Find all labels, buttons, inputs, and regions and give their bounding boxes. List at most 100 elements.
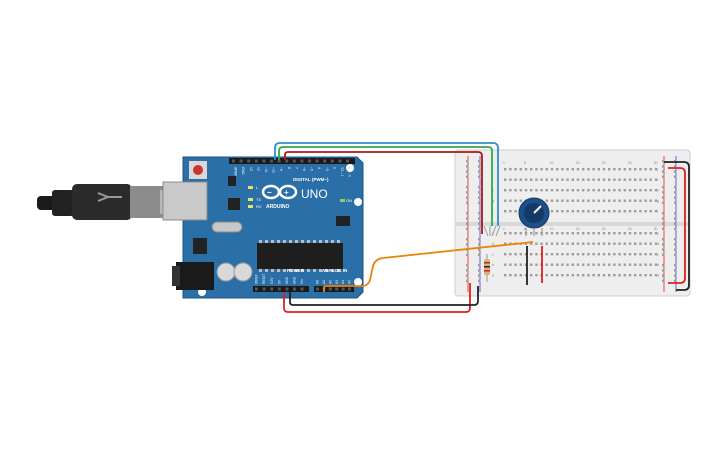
breadboard-hole[interactable] <box>478 269 481 272</box>
breadboard-hole[interactable] <box>634 210 637 213</box>
breadboard-hole[interactable] <box>592 178 595 181</box>
breadboard-hole[interactable] <box>613 253 616 256</box>
breadboard-hole[interactable] <box>662 227 665 230</box>
breadboard-hole[interactable] <box>571 253 574 256</box>
wire-red-5v[interactable] <box>283 283 471 313</box>
breadboard-hole[interactable] <box>478 160 481 163</box>
breadboard-hole[interactable] <box>540 168 543 171</box>
breadboard-hole[interactable] <box>582 210 585 213</box>
breadboard-hole[interactable] <box>587 189 590 192</box>
breadboard-hole[interactable] <box>571 232 574 235</box>
breadboard-hole[interactable] <box>509 274 512 277</box>
breadboard-hole[interactable] <box>654 199 658 202</box>
breadboard-hole[interactable] <box>561 253 564 256</box>
breadboard-hole[interactable] <box>623 232 626 235</box>
breadboard-hole[interactable] <box>571 210 574 213</box>
breadboard-hole[interactable] <box>466 227 469 230</box>
breadboard-hole[interactable] <box>662 212 665 215</box>
breadboard-hole[interactable] <box>478 196 481 199</box>
header-pin-hole[interactable] <box>335 287 339 291</box>
breadboard-hole[interactable] <box>524 253 528 256</box>
header-pin-hole[interactable] <box>293 287 296 291</box>
breadboard-hole[interactable] <box>587 199 590 202</box>
header-pin-hole[interactable] <box>277 287 281 291</box>
breadboard-hole[interactable] <box>587 253 590 256</box>
breadboard-hole[interactable] <box>478 186 481 189</box>
breadboard-hole[interactable] <box>644 168 647 171</box>
resistor[interactable] <box>484 254 490 282</box>
breadboard-hole[interactable] <box>466 212 469 215</box>
header-pin-hole[interactable] <box>270 159 273 163</box>
breadboard-hole[interactable] <box>561 178 564 181</box>
header-pin-hole[interactable] <box>328 287 332 291</box>
breadboard-hole[interactable] <box>535 178 538 181</box>
breadboard-hole[interactable] <box>602 189 606 192</box>
breadboard-hole[interactable] <box>634 242 637 245</box>
breadboard-hole[interactable] <box>582 168 585 171</box>
breadboard-hole[interactable] <box>466 196 469 199</box>
breadboard-hole[interactable] <box>674 253 677 256</box>
breadboard-hole[interactable] <box>628 168 632 171</box>
reset-button-cap[interactable] <box>193 165 203 175</box>
breadboard-hole[interactable] <box>504 189 507 192</box>
breadboard-hole[interactable] <box>550 199 554 202</box>
breadboard-hole[interactable] <box>654 263 658 266</box>
header-pin-hole[interactable] <box>254 159 258 163</box>
breadboard-hole[interactable] <box>535 242 538 245</box>
header-pin-hole[interactable] <box>316 287 319 291</box>
breadboard-hole[interactable] <box>530 242 533 245</box>
breadboard-hole[interactable] <box>662 248 665 251</box>
breadboard-hole[interactable] <box>608 253 611 256</box>
breadboard-hole[interactable] <box>566 178 569 181</box>
breadboard-hole[interactable] <box>550 178 554 181</box>
breadboard-hole[interactable] <box>504 178 507 181</box>
breadboard-hole[interactable] <box>478 165 481 168</box>
breadboard-hole[interactable] <box>466 269 469 272</box>
header-pin-hole[interactable] <box>247 159 251 163</box>
breadboard-hole[interactable] <box>478 274 481 277</box>
breadboard-hole[interactable] <box>550 168 554 171</box>
breadboard-hole[interactable] <box>561 210 564 213</box>
breadboard-hole[interactable] <box>587 210 590 213</box>
breadboard-hole[interactable] <box>649 199 652 202</box>
breadboard-hole[interactable] <box>540 189 543 192</box>
breadboard-hole[interactable] <box>524 178 528 181</box>
breadboard-hole[interactable] <box>545 263 548 266</box>
breadboard-hole[interactable] <box>556 199 559 202</box>
wire-blue[interactable] <box>274 142 499 226</box>
breadboard-hole[interactable] <box>466 191 469 194</box>
breadboard-hole[interactable] <box>654 178 658 181</box>
breadboard-hole[interactable] <box>587 274 590 277</box>
breadboard-hole[interactable] <box>634 232 637 235</box>
breadboard-hole[interactable] <box>535 263 538 266</box>
header-pin-hole[interactable] <box>338 159 342 163</box>
breadboard-hole[interactable] <box>618 210 621 213</box>
breadboard-hole[interactable] <box>662 165 665 168</box>
breadboard-hole[interactable] <box>674 186 677 189</box>
breadboard-hole[interactable] <box>535 189 538 192</box>
wire-green[interactable] <box>278 146 493 226</box>
breadboard-hole[interactable] <box>592 253 595 256</box>
breadboard-hole[interactable] <box>662 217 665 220</box>
header-pin-hole[interactable] <box>285 287 289 291</box>
breadboard-hole[interactable] <box>628 263 632 266</box>
breadboard-hole[interactable] <box>571 263 574 266</box>
header-pin-hole[interactable] <box>255 287 258 291</box>
breadboard-hole[interactable] <box>623 178 626 181</box>
breadboard-hole[interactable] <box>623 210 626 213</box>
breadboard-hole[interactable] <box>639 178 642 181</box>
breadboard-hole[interactable] <box>649 242 652 245</box>
breadboard-hole[interactable] <box>644 253 647 256</box>
breadboard-hole[interactable] <box>514 199 517 202</box>
breadboard-hole[interactable] <box>582 242 585 245</box>
breadboard-hole[interactable] <box>519 199 522 202</box>
breadboard-hole[interactable] <box>566 189 569 192</box>
breadboard-hole[interactable] <box>519 232 522 235</box>
breadboard-hole[interactable] <box>478 227 481 230</box>
breadboard-hole[interactable] <box>634 178 637 181</box>
breadboard-hole[interactable] <box>509 210 512 213</box>
header-pin-hole[interactable] <box>346 159 349 163</box>
breadboard-hole[interactable] <box>674 222 677 225</box>
breadboard-hole[interactable] <box>674 196 677 199</box>
